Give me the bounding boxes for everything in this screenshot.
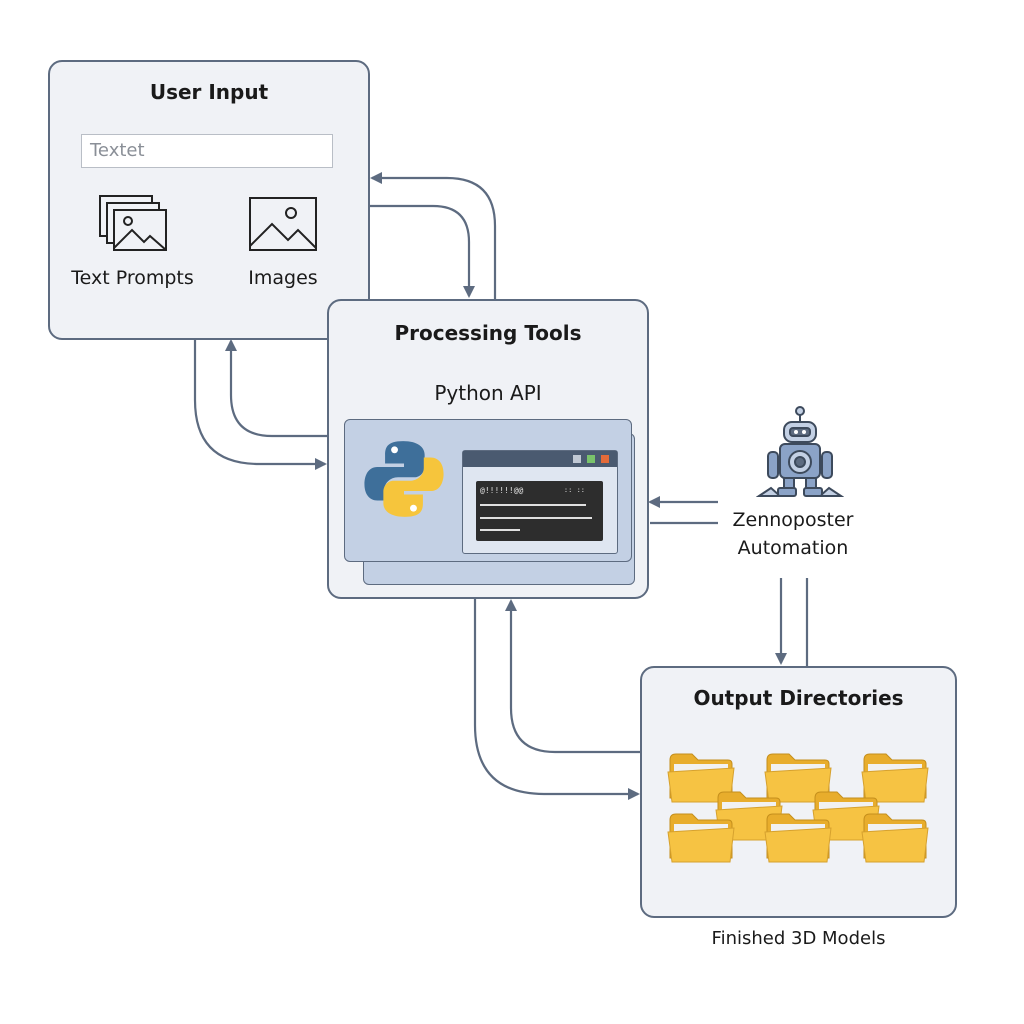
user-input-panel: User Input Textet Text Prompts Images bbox=[48, 60, 370, 340]
text-field[interactable]: Textet bbox=[81, 134, 333, 168]
arrow-processing-to-input bbox=[370, 172, 497, 299]
arrow-output-to-processing bbox=[505, 599, 640, 754]
folders-group bbox=[667, 753, 929, 863]
folder-icon bbox=[861, 753, 929, 803]
terminal-text: @!!!!!!@@ bbox=[480, 486, 524, 495]
text-prompts-label: Text Prompts bbox=[71, 267, 194, 289]
window-titlebar bbox=[463, 451, 617, 467]
arrow-input-to-processing-lower bbox=[193, 340, 327, 470]
folder-icon bbox=[764, 813, 832, 863]
code-window: @!!!!!!@@ :: :: bbox=[462, 450, 618, 554]
processing-tools-panel: Processing Tools Python API @!!!!!!@@ ::… bbox=[327, 299, 649, 599]
stacked-images-icon bbox=[99, 195, 167, 251]
window-dot-green bbox=[587, 455, 595, 463]
terminal-line bbox=[480, 529, 520, 531]
terminal-line bbox=[480, 504, 586, 506]
robot-icon bbox=[756, 406, 844, 497]
terminal-text-right: :: :: bbox=[563, 486, 585, 494]
arrow-input-to-processing bbox=[370, 204, 475, 298]
folder-icon bbox=[667, 813, 735, 863]
images-label: Images bbox=[248, 267, 318, 289]
automation-label-line1: Zennoposter bbox=[732, 509, 854, 531]
python-screen-card: @!!!!!!@@ :: :: bbox=[344, 419, 632, 562]
user-input-title: User Input bbox=[149, 80, 269, 104]
python-logo-icon bbox=[364, 441, 444, 517]
arrow-processing-to-output bbox=[473, 599, 640, 800]
terminal-panel: @!!!!!!@@ :: :: bbox=[476, 481, 603, 541]
processing-title: Processing Tools bbox=[394, 321, 582, 345]
image-icon bbox=[249, 197, 317, 251]
output-title: Output Directories bbox=[693, 686, 904, 710]
terminal-line bbox=[480, 517, 592, 519]
window-dot-gray bbox=[573, 455, 581, 463]
automation-label-line2: Automation bbox=[737, 537, 849, 559]
output-caption: Finished 3D Models bbox=[711, 928, 886, 949]
output-directories-panel: Output Directories bbox=[640, 666, 957, 918]
python-api-label: Python API bbox=[434, 381, 542, 405]
window-dot-orange bbox=[601, 455, 609, 463]
folder-icon bbox=[861, 813, 929, 863]
arrow-processing-to-input-lower bbox=[225, 339, 327, 438]
